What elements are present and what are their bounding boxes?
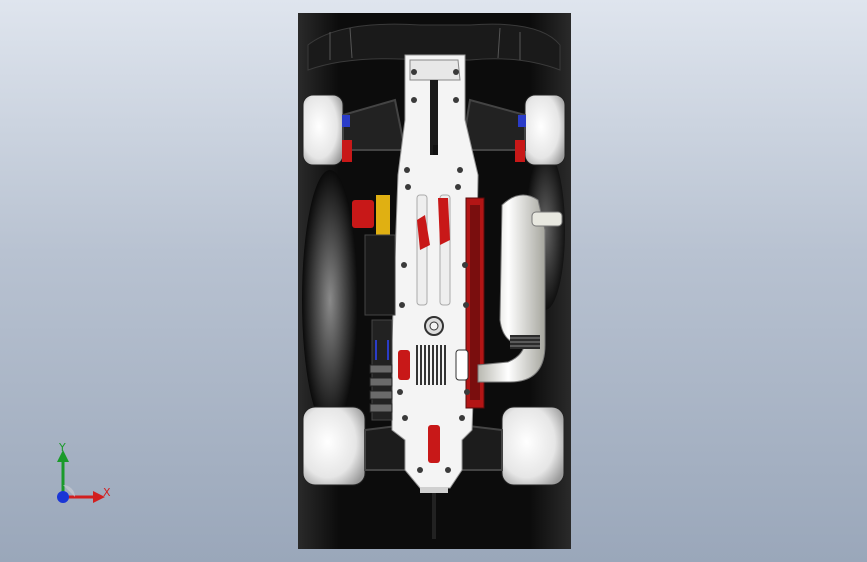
gear-stack bbox=[369, 364, 393, 413]
x-axis-label: X bbox=[103, 486, 111, 499]
y-axis-arrow-icon bbox=[57, 450, 69, 462]
rear-wing bbox=[307, 23, 561, 71]
z-axis-dot-icon bbox=[57, 491, 69, 503]
engine-fins bbox=[416, 345, 446, 385]
x-axis-arrow-icon bbox=[93, 491, 105, 503]
y-axis-label: Y bbox=[59, 441, 66, 454]
chassis-screws bbox=[397, 69, 470, 473]
rear-red-block bbox=[428, 425, 440, 463]
tire-rear-left bbox=[302, 406, 366, 486]
tire-front-right bbox=[524, 94, 566, 166]
front-suspension bbox=[342, 98, 526, 151]
servo-red bbox=[352, 200, 374, 228]
tire-rear-right bbox=[501, 406, 565, 486]
coordinate-triad bbox=[57, 450, 105, 503]
tire-front-left bbox=[302, 94, 344, 166]
side-pod-left bbox=[302, 170, 358, 430]
red-decal bbox=[417, 215, 430, 250]
